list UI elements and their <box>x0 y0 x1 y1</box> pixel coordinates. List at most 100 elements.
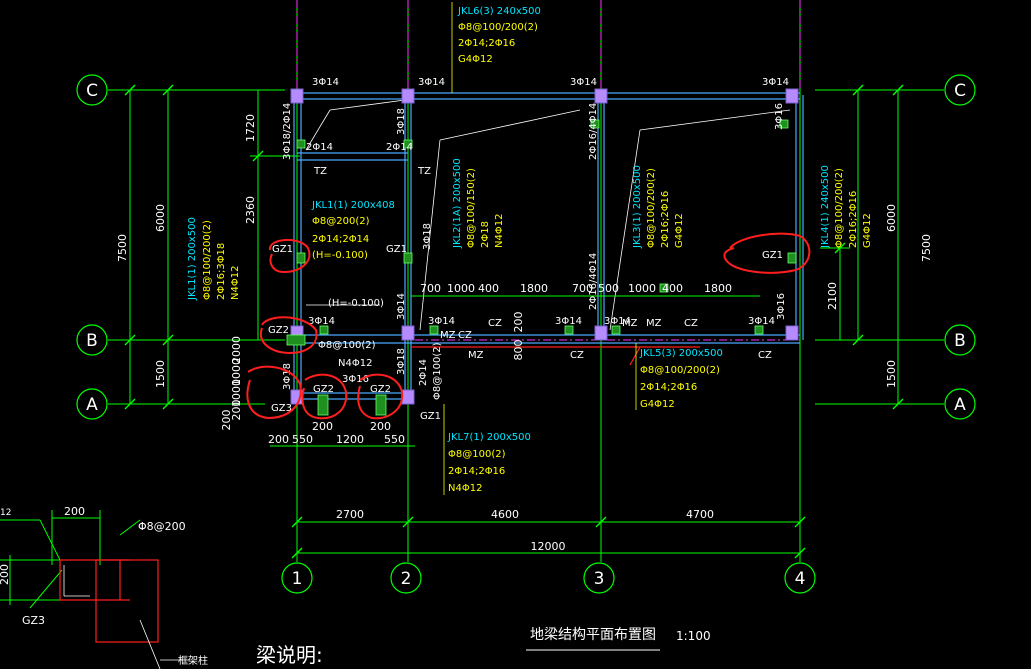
dim-mid-4: 700 <box>572 282 593 295</box>
svg-text:JKL2(1A) 200x500: JKL2(1A) 200x500 <box>452 158 463 249</box>
dim-bottom-3: 4700 <box>686 508 714 521</box>
svg-text:Φ8@200(2): Φ8@200(2) <box>312 216 370 227</box>
detail-200b: 200 <box>0 564 11 585</box>
svg-text:MZ: MZ <box>646 318 662 329</box>
svg-text:2Φ14: 2Φ14 <box>386 142 413 153</box>
svg-text:GZ2: GZ2 <box>370 384 391 395</box>
dim-mid-7: 400 <box>662 282 683 295</box>
detail-200a: 200 <box>64 505 85 518</box>
gz-columns <box>286 119 797 416</box>
svg-text:2Φ14: 2Φ14 <box>306 142 333 153</box>
dim-stair-4: 200 <box>220 410 233 431</box>
svg-text:N4Φ12: N4Φ12 <box>338 358 372 369</box>
dim-bottom-1: 2700 <box>336 508 364 521</box>
dim-mid-8: 1800 <box>704 282 732 295</box>
svg-text:GZ1: GZ1 <box>272 244 293 255</box>
axis-2: 2 <box>401 569 412 589</box>
svg-text:2Φ14: 2Φ14 <box>418 359 429 386</box>
detail-frame-col: 框架柱 <box>178 654 208 667</box>
red-markup-circles <box>246 232 811 420</box>
svg-text:CZ: CZ <box>758 350 772 361</box>
svg-text:Φ8@100/200(2): Φ8@100/200(2) <box>640 365 720 376</box>
axis-labels: C B A C B A 1 2 3 4 <box>86 81 966 589</box>
svg-text:3Φ14: 3Φ14 <box>418 77 445 88</box>
axis-A-right: A <box>954 395 966 415</box>
dim-bottom-total: 12000 <box>531 540 566 553</box>
svg-text:2Φ16;2Φ16: 2Φ16;2Φ16 <box>848 191 859 248</box>
svg-text:JKL4(1) 240x500: JKL4(1) 240x500 <box>820 165 831 249</box>
svg-text:GZ1: GZ1 <box>762 250 783 261</box>
detail-gz3: GZ3 <box>22 614 45 627</box>
svg-text:2Φ14;2Φ16: 2Φ14;2Φ16 <box>448 466 505 477</box>
tags: TZ TZ GZ1 GZ1 GZ1 GZ1 GZ2 GZ2 GZ2 GZ3 MZ… <box>268 166 783 422</box>
dim-stair-3: 200 <box>230 400 243 421</box>
dim-right-outer: 7500 <box>920 234 933 262</box>
dimension-texts: 7500 6000 1500 1720 2360 7500 6000 1500 … <box>116 114 933 553</box>
svg-text:CZ: CZ <box>570 350 584 361</box>
axis-1: 1 <box>292 569 303 589</box>
svg-text:3Φ14: 3Φ14 <box>308 316 335 327</box>
svg-text:GZ2: GZ2 <box>268 325 289 336</box>
svg-text:3Φ18: 3Φ18 <box>422 223 433 250</box>
svg-text:3Φ14: 3Φ14 <box>428 316 455 327</box>
svg-text:3Φ14: 3Φ14 <box>312 77 339 88</box>
dim-mid-0: 700 <box>420 282 441 295</box>
svg-text:CZ: CZ <box>488 318 502 329</box>
axis-C-left: C <box>86 81 98 101</box>
svg-text:N4Φ12: N4Φ12 <box>494 214 505 248</box>
dim-stair-0: 2000 <box>230 336 243 364</box>
svg-text:Φ8@100/150(2): Φ8@100/150(2) <box>466 168 477 248</box>
dim-stair-2: 1000 <box>230 379 243 407</box>
dim-mid-5: 500 <box>598 282 619 295</box>
axis-A-left: A <box>86 395 98 415</box>
svg-text:3Φ14: 3Φ14 <box>555 316 582 327</box>
detail-left-cut: 12 <box>0 508 11 518</box>
svg-text:JKL7(1) 200x500: JKL7(1) 200x500 <box>447 432 531 443</box>
svg-text:3Φ16: 3Φ16 <box>342 374 369 385</box>
dim-right-inner-top: 6000 <box>885 204 898 232</box>
beam-jkl1: JKL1(1) 200x500 Φ8@100/200(2) 2Φ16;3Φ18 … <box>187 217 241 301</box>
svg-text:3Φ14: 3Φ14 <box>570 77 597 88</box>
beam-jkl5: JKL5(3) 200x500 Φ8@100/200(2) 2Φ14;2Φ16 … <box>639 348 723 410</box>
dim-right-inner-bottom: 1500 <box>885 360 898 388</box>
svg-text:GZ3: GZ3 <box>271 403 292 414</box>
drawing-title: 地梁结构平面布置图 <box>530 627 656 643</box>
svg-text:G4Φ12: G4Φ12 <box>674 213 685 248</box>
svg-text:TZ: TZ <box>313 166 327 177</box>
svg-text:2Φ14;2Φ16: 2Φ14;2Φ16 <box>458 38 515 49</box>
dimension-ticks <box>124 84 904 559</box>
dim-left-inner-top: 6000 <box>154 204 167 232</box>
svg-text:TZ: TZ <box>417 166 431 177</box>
footer: 梁说明: 地梁结构平面布置图 1:100 <box>256 627 711 667</box>
svg-text:2Φ14;2Φ14: 2Φ14;2Φ14 <box>312 234 369 245</box>
dim-mid-3: 1800 <box>520 282 548 295</box>
dim-mid-200: 200 <box>512 312 525 333</box>
svg-text:N4Φ12: N4Φ12 <box>230 266 241 300</box>
dim-stair-1: 1000 <box>230 358 243 386</box>
svg-text:3Φ14: 3Φ14 <box>396 293 407 320</box>
svg-text:Φ8@100/200(2): Φ8@100/200(2) <box>202 220 213 300</box>
svg-text:CZ: CZ <box>684 318 698 329</box>
red-line <box>411 346 700 366</box>
beam-jkl3: JKL3(1) 200x500 Φ8@100/200(2) 2Φ16;2Φ16 … <box>632 165 685 249</box>
svg-text:Φ8@100(2): Φ8@100(2) <box>448 449 506 460</box>
dim-left-sub1: 1720 <box>244 114 257 142</box>
detail-stirrup: Φ8@200 <box>138 520 186 533</box>
white-leaders <box>305 99 791 331</box>
dim-mid-1: 1000 <box>447 282 475 295</box>
dim-mid-800: 800 <box>512 340 525 361</box>
svg-text:MZ: MZ <box>468 350 484 361</box>
beam-jkl6: JKL6(3) 240x500 Φ8@100/200(2) 2Φ14;2Φ16 … <box>457 6 541 65</box>
svg-text:3Φ18: 3Φ18 <box>396 348 407 375</box>
axis-3: 3 <box>594 569 605 589</box>
dim-small-1: 550 <box>292 433 313 446</box>
detail-section: 200 200 Φ8@200 GZ3 框架柱 12 <box>0 505 208 669</box>
svg-text:2Φ16/4Φ14: 2Φ16/4Φ14 <box>588 253 599 310</box>
svg-text:2Φ14;2Φ16: 2Φ14;2Φ16 <box>640 382 697 393</box>
svg-text:3Φ18: 3Φ18 <box>282 363 293 390</box>
dim-mid-2: 400 <box>478 282 499 295</box>
svg-text:3Φ18: 3Φ18 <box>396 108 407 135</box>
dim-small-2: 1200 <box>336 433 364 446</box>
beam-outlines <box>293 92 804 404</box>
